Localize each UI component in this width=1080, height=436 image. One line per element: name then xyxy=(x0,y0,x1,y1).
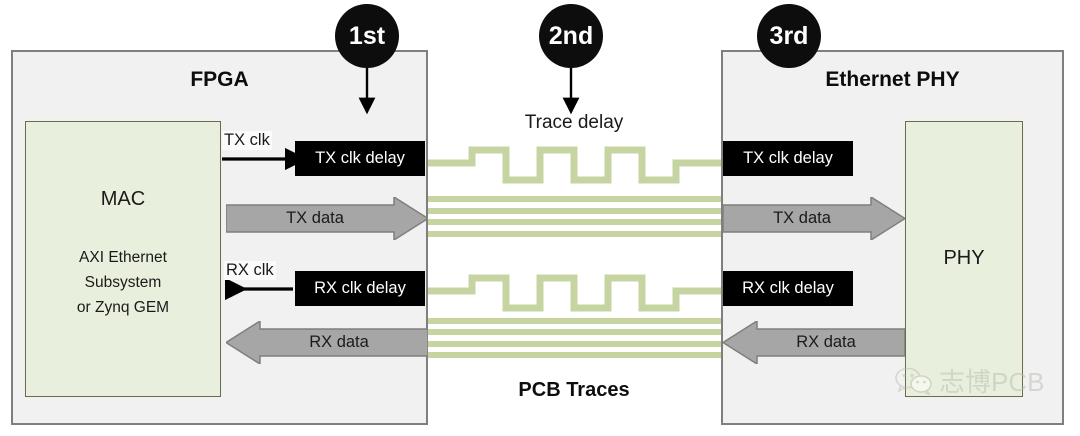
fpga-rx-data-arrow-shape xyxy=(226,321,428,364)
pcb-traces-label: PCB Traces xyxy=(518,379,630,401)
fpga-rx-data-label: RX data xyxy=(309,333,369,351)
fpga-tx-clk-delay-box[interactable]: TX clk delay xyxy=(295,141,425,176)
mac-sublabel-line-2: Subsystem xyxy=(84,274,162,292)
rx-clk-meander-trace xyxy=(428,274,722,312)
mac-block-label: MAC xyxy=(100,188,146,210)
fpga-tx-clk-label: TX clk xyxy=(222,131,272,150)
step-badge-2nd: 2nd xyxy=(539,4,603,68)
fpga-tx-data-arrow: TX data xyxy=(226,197,428,240)
phy-tx-data-arrow: TX data xyxy=(723,197,905,240)
watermark-text: 志博PCB xyxy=(939,367,1045,397)
phy-rx-data-arrow: RX data xyxy=(723,321,905,364)
fpga-rx-clk-delay-box[interactable]: RX clk delay xyxy=(295,271,425,306)
wechat-icon xyxy=(895,367,932,395)
tx-clk-meander-trace xyxy=(428,146,722,184)
mac-block xyxy=(25,121,221,397)
fpga-panel-title: FPGA xyxy=(190,68,249,91)
watermark: 志博PCB xyxy=(895,362,1044,399)
mac-block-sublabel: AXI Ethernet Subsystem or Zynq GEM xyxy=(25,245,221,320)
phy-rx-clk-delay-box[interactable]: RX clk delay xyxy=(723,271,853,306)
trace-delay-label: Trace delay xyxy=(524,112,624,133)
fpga-tx-data-label: TX data xyxy=(286,209,344,227)
step-badge-1st: 1st xyxy=(335,4,399,68)
phy-block xyxy=(905,121,1023,397)
fpga-rx-clk-label: RX clk xyxy=(224,261,276,280)
mac-sublabel-line-3: or Zynq GEM xyxy=(76,299,170,317)
phy-rx-data-label: RX data xyxy=(796,333,856,351)
phy-panel-title: Ethernet PHY xyxy=(825,68,960,91)
phy-tx-clk-delay-box[interactable]: TX clk delay xyxy=(723,141,853,176)
step-badge-3rd: 3rd xyxy=(757,4,821,68)
phy-tx-data-label: TX data xyxy=(773,209,831,227)
phy-tx-data-arrow-shape xyxy=(723,197,905,240)
fpga-rx-data-arrow: RX data xyxy=(226,321,428,364)
mac-sublabel-line-1: AXI Ethernet xyxy=(79,249,167,266)
phy-block-label: PHY xyxy=(943,247,985,269)
phy-rx-data-arrow-shape xyxy=(723,321,905,364)
fpga-tx-data-arrow-shape xyxy=(226,197,428,240)
